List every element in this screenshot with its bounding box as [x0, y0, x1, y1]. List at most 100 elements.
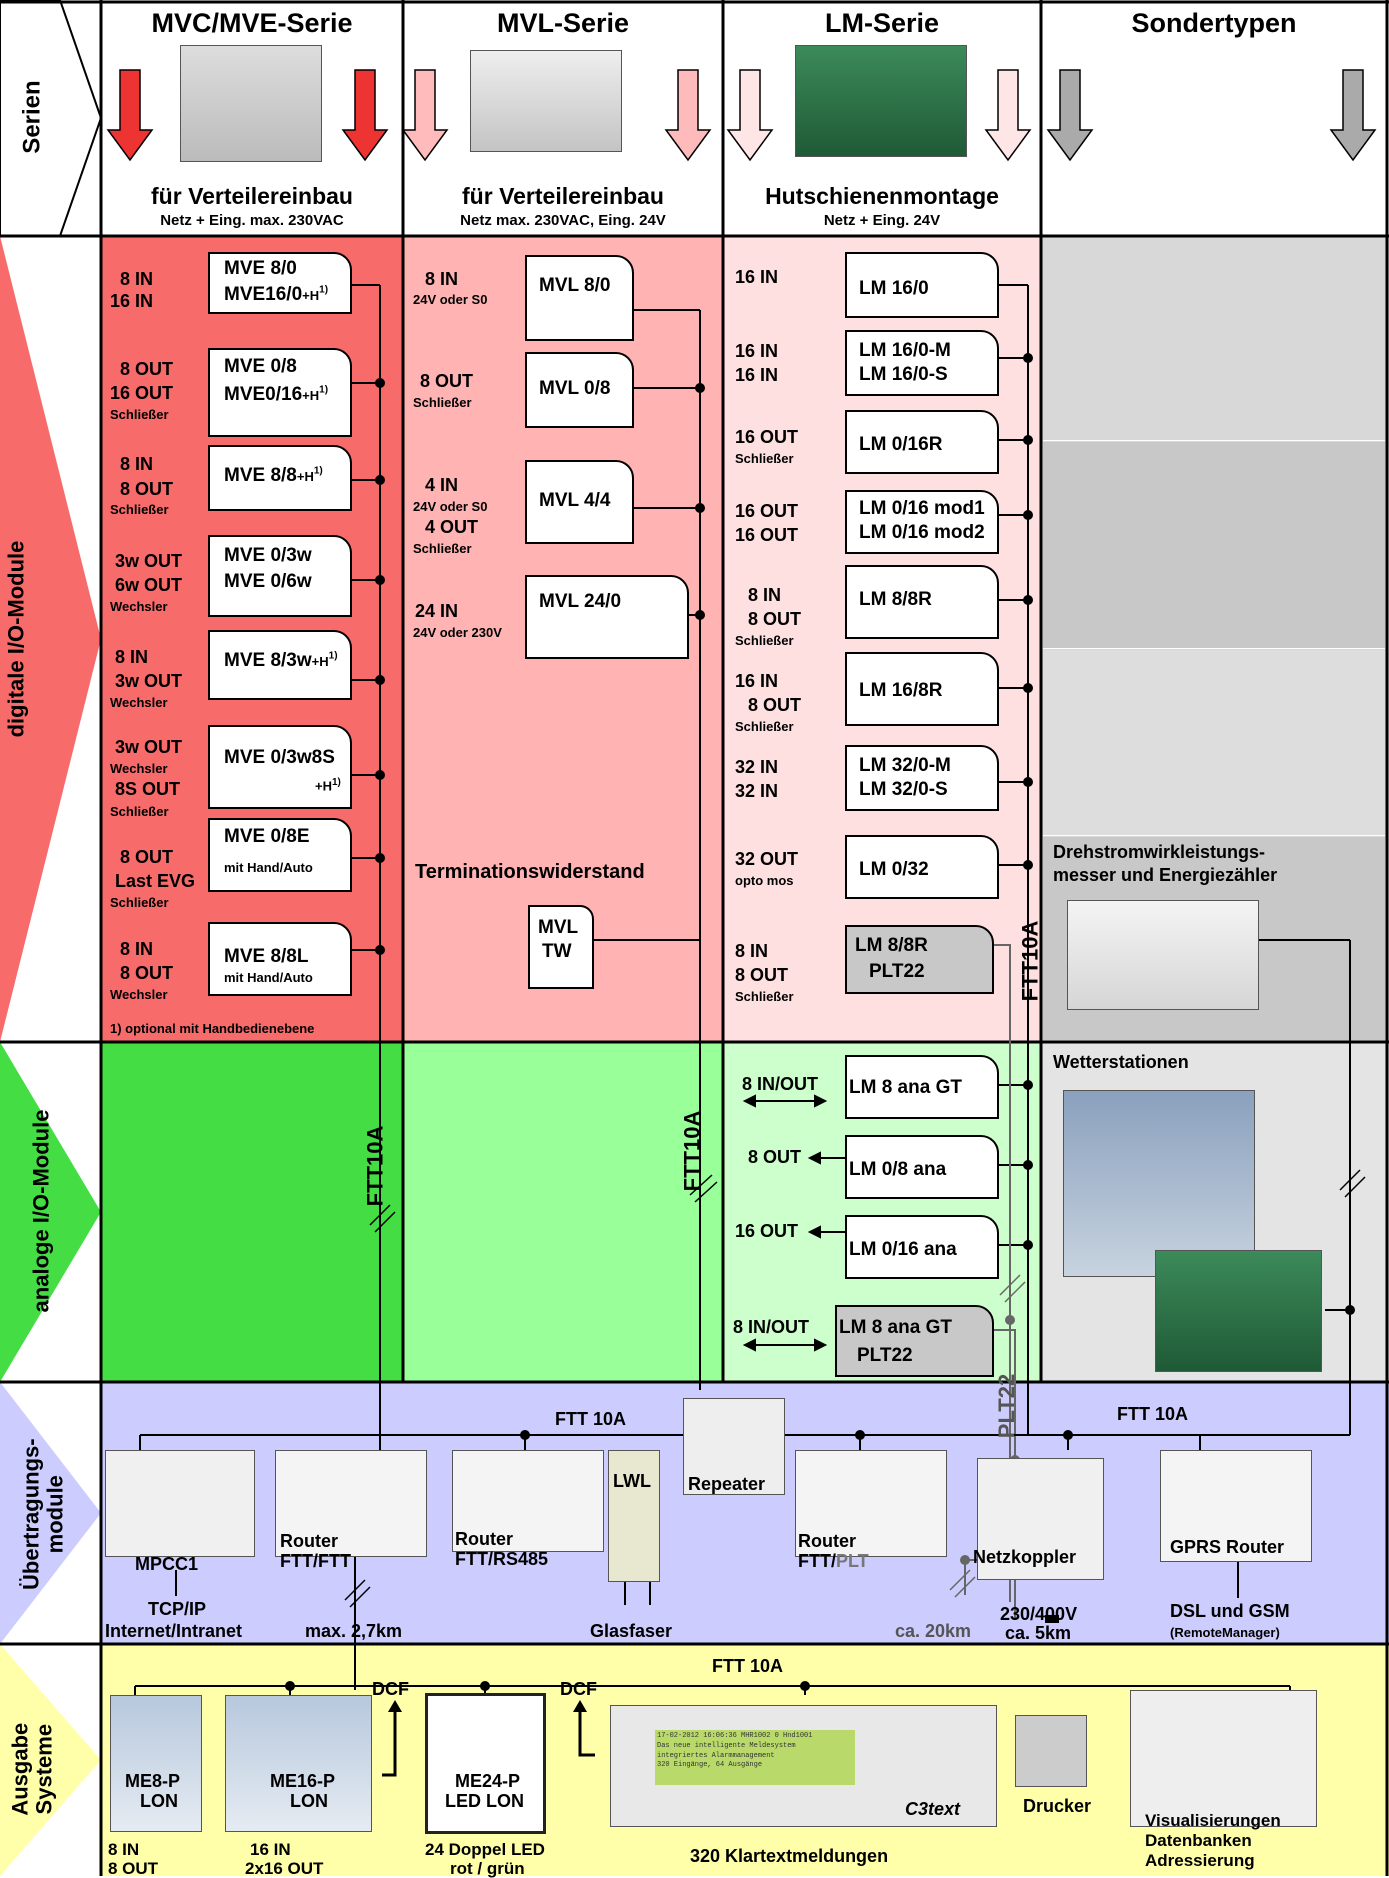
module-mvl-4-4[interactable]: MVL 4/4 [525, 460, 634, 544]
me8-io2: 8 OUT [108, 1859, 159, 1878]
io-mve88l-out: 8 OUT [120, 963, 174, 983]
mpcc1-device[interactable] [105, 1450, 255, 1557]
module-mve-8-0[interactable]: MVE 8/0 MVE16/0+H1) [208, 252, 352, 314]
ftt-trans-label-2: FTT 10A [1117, 1404, 1189, 1424]
io-mve-8out: 8 OUT [120, 359, 174, 379]
me8-device[interactable] [110, 1695, 202, 1832]
col-sub2-mve: Netz + Eing. max. 230VAC [160, 212, 344, 229]
computer-device[interactable] [1130, 1690, 1317, 1827]
mve-footnote: 1) optional mit Handbedienebene [110, 1021, 315, 1036]
sub-mve-wechsler1: Wechsler [110, 599, 168, 614]
sub-mve88: Schließer [110, 502, 169, 517]
module-mve-8-8[interactable]: MVE 8/8+H1) [208, 445, 352, 511]
module-lm-16-0[interactable]: LM 16/0 [845, 252, 999, 318]
me8-io1: 8 IN [108, 1840, 140, 1859]
module-mve-0-3w8s[interactable]: MVE 0/3w8S +H1) [208, 725, 352, 809]
sub-lm88r: Schließer [735, 633, 794, 648]
tcp-label: TCP/IP [148, 1599, 207, 1619]
module-mvl-0-8[interactable]: MVL 0/8 [525, 352, 634, 428]
router2-l1: Router [455, 1529, 513, 1549]
me16-device[interactable] [225, 1695, 372, 1832]
lwl-label: LWL [613, 1471, 651, 1491]
col-sub2-lm: Netz + Eing. 24V [823, 212, 941, 229]
c3text-lcd: 17-02-2012 16:06:36 MHR1002 0 Hnd1001 Da… [655, 1730, 855, 1785]
io-mve08e-evg: Last EVG [115, 871, 196, 891]
meter-title-1: Drehstromwirkleistungs- [1053, 842, 1266, 862]
module-mve-8-3w[interactable]: MVE 8/3w+H1) [208, 630, 352, 700]
me16-io2: 2x16 OUT [245, 1859, 324, 1878]
module-lm-0-16-ana[interactable]: LM 0/16 ana [845, 1215, 999, 1279]
module-lm-0-16r[interactable]: LM 0/16R [845, 410, 999, 474]
io-lm160: 16 IN [735, 267, 779, 287]
sub-mvl44-1: 24V oder S0 [413, 499, 488, 514]
module-mve-0-8e[interactable]: MVE 0/8E mit Hand/Auto [208, 818, 352, 892]
io-mve-8in: 8 IN [120, 269, 154, 289]
io-mve03w8s-8s: 8S OUT [115, 779, 181, 799]
sub-lm016r: Schließer [735, 451, 794, 466]
remote-label: (RemoteManager) [1170, 1625, 1280, 1640]
lwl-device[interactable] [608, 1450, 660, 1582]
router-ftt-ftt[interactable] [275, 1450, 427, 1557]
mve-device-image [180, 45, 322, 162]
col-sub-mvl: für Verteilereinbau [462, 183, 664, 209]
module-lm-0-32[interactable]: LM 0/32 [845, 835, 999, 899]
lm-device-image [795, 45, 967, 157]
io-lm160s: 16 IN [735, 365, 779, 385]
sub-mvl80: 24V oder S0 [413, 292, 488, 307]
sub-mve-schliesser1: Schließer [110, 407, 169, 422]
col-sub-lm: Hutschienenmontage [765, 183, 999, 209]
visu-l1: Visualisierungen [1145, 1811, 1281, 1830]
drucker-label: Drucker [1023, 1796, 1092, 1816]
io-lm016ana: 16 OUT [735, 1221, 799, 1241]
col-sub-mve: für Verteilereinbau [151, 183, 353, 209]
printer-device[interactable] [1015, 1715, 1087, 1787]
me24-device[interactable] [425, 1693, 546, 1834]
router-ftt-plt[interactable] [795, 1450, 947, 1557]
me16-l2: LON [290, 1791, 328, 1811]
module-mvl-8-0[interactable]: MVL 8/0 [525, 255, 634, 341]
io-mve03w8s-3w: 3w OUT [115, 737, 183, 757]
module-lm-0-8-ana[interactable]: LM 0/8 ana [845, 1135, 999, 1199]
gprs-router-device[interactable] [1160, 1450, 1312, 1562]
module-mve-8-8l[interactable]: MVE 8/8L mit Hand/Auto [208, 922, 352, 996]
module-mve-0-8[interactable]: MVE 0/8 MVE0/16+H1) [208, 348, 352, 437]
io-lm320m: 32 IN [735, 757, 779, 777]
me24-l1: ME24-P [455, 1771, 521, 1791]
sub-mvl08: Schließer [413, 395, 472, 410]
netzkoppler-device[interactable] [977, 1458, 1104, 1580]
visu-l2: Datenbanken [1145, 1831, 1252, 1850]
row-label-digital: digitale I/O-Module [3, 540, 29, 738]
module-mve-0-3w[interactable]: MVE 0/3w MVE 0/6w [208, 535, 352, 617]
ftt-out-label: FTT 10A [712, 1656, 784, 1676]
router3-l2: FTT/PLT [798, 1551, 869, 1571]
module-lm-8-8r[interactable]: LM 8/8R [845, 565, 999, 639]
col1-analog-bg [101, 1042, 403, 1382]
sub-mve88l: Wechsler [110, 987, 168, 1002]
io-lm168r-in: 16 IN [735, 671, 779, 691]
ftt-trans-label-1: FTT 10A [555, 1409, 627, 1429]
module-lm-8-ana-gt[interactable]: LM 8 ana GT [845, 1055, 999, 1119]
module-lm-16-8r[interactable]: LM 16/8R [845, 652, 999, 726]
io-mve-6wout: 6w OUT [115, 575, 183, 595]
router-ftt-rs485[interactable] [452, 1450, 604, 1552]
sub-mve03w8s-2: Schließer [110, 804, 169, 819]
me8-l1: ME8-P [125, 1771, 181, 1791]
module-mvl-24-0[interactable]: MVL 24/0 [525, 575, 689, 659]
dcf1-label: DCF [372, 1679, 409, 1699]
io-mvl240: 24 IN [415, 601, 459, 621]
sub-mve03w8s-1: Wechsler [110, 761, 168, 776]
repeater-device[interactable] [683, 1398, 785, 1495]
io-mve-16in: 16 IN [110, 291, 154, 311]
energy-meter-image [1067, 900, 1259, 1010]
row-label-serien: Serien [18, 80, 46, 154]
io-lm016mod2: 16 OUT [735, 525, 799, 545]
me8-l2: LON [140, 1791, 178, 1811]
router1-l2: FTT/FTT [280, 1551, 351, 1571]
klartext-label: 320 Klartextmeldungen [690, 1846, 889, 1866]
